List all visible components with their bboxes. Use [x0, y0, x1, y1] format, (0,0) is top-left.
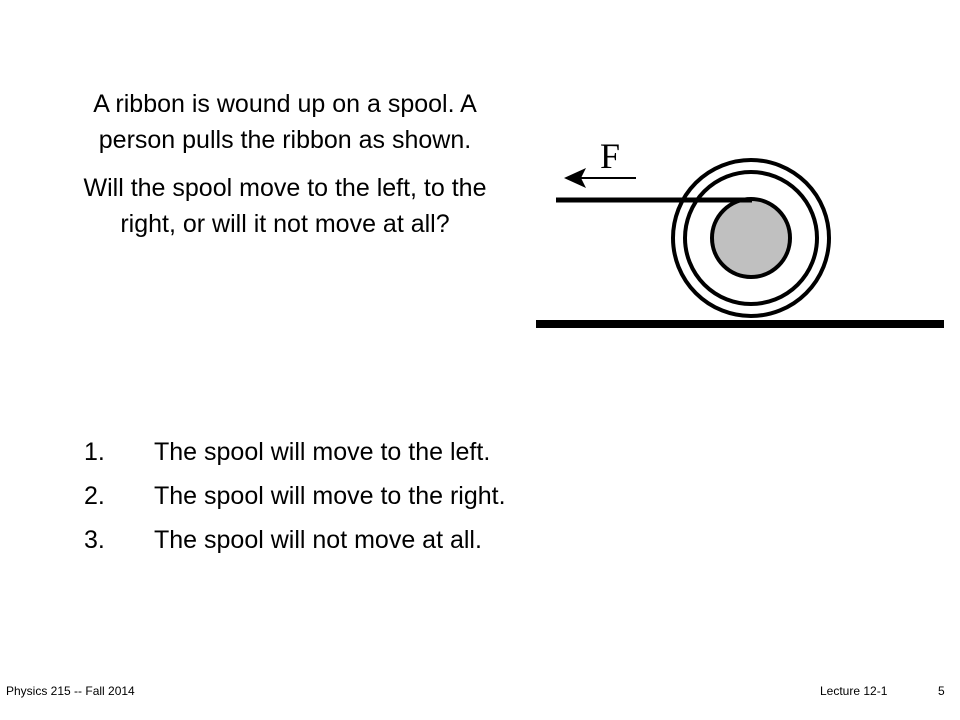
answer-choice-text: The spool will move to the right. — [154, 482, 506, 510]
footer-course: Physics 215 -- Fall 2014 — [6, 684, 135, 698]
answer-choice-text: The spool will move to the left. — [154, 438, 491, 466]
footer-page-number: 5 — [938, 684, 945, 698]
question-paragraph-setup: A ribbon is wound up on a spool. A perso… — [93, 90, 477, 154]
answer-choices: 1. The spool will move to the left. 2. T… — [84, 430, 506, 562]
answer-choice[interactable]: 3. The spool will not move at all. — [84, 518, 506, 562]
question-paragraph-prompt: Will the spool move to the left, to the … — [83, 174, 487, 238]
spool-diagram: F — [536, 136, 944, 328]
footer-lecture: Lecture 12-1 — [820, 684, 888, 698]
spool-figure: F — [530, 120, 950, 340]
question-text: A ribbon is wound up on a spool. A perso… — [75, 86, 495, 242]
answer-choice[interactable]: 1. The spool will move to the left. — [84, 430, 506, 474]
force-label: F — [600, 136, 620, 176]
spool-inner-ring — [683, 170, 819, 306]
answer-choice-number: 1. — [84, 438, 105, 466]
force-arrow-head — [564, 168, 586, 188]
spool-hub — [710, 197, 792, 279]
answer-choice-number: 2. — [84, 482, 105, 510]
answer-choice[interactable]: 2. The spool will move to the right. — [84, 474, 506, 518]
answer-choice-text: The spool will not move at all. — [154, 526, 482, 554]
answer-choice-number: 3. — [84, 526, 105, 554]
